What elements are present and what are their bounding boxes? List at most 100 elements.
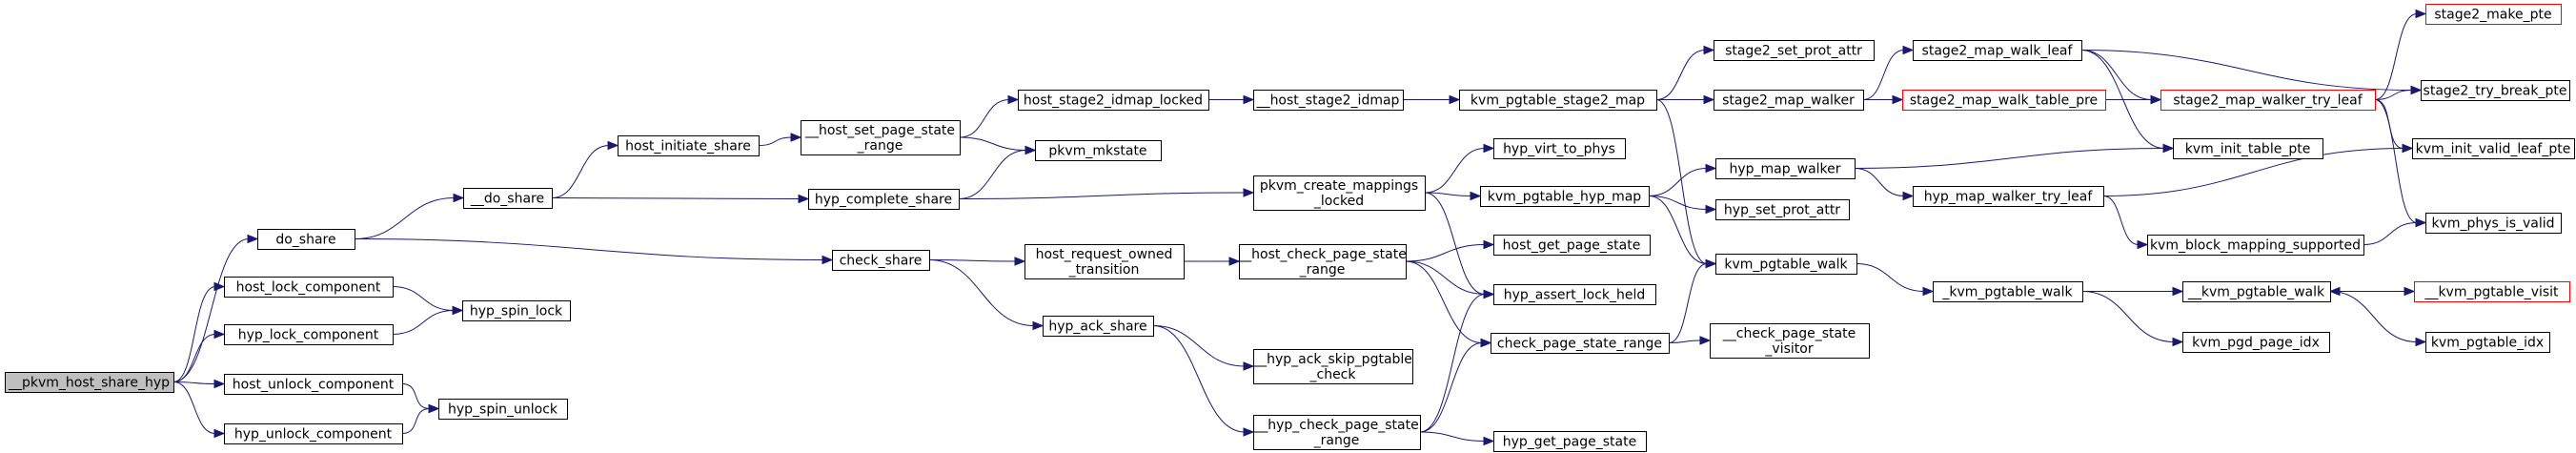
node-__do_share[interactable]: __do_share <box>463 188 553 209</box>
node-host_stage2_idmap_locked[interactable]: host_stage2_idmap_locked <box>1018 90 1209 111</box>
node-label: __kvm_pgtable_visit <box>2424 285 2559 300</box>
node-__host_stage2_idmap[interactable]: __host_stage2_idmap <box>1253 90 1404 111</box>
edge-arrowhead <box>2172 337 2184 347</box>
node-check_share[interactable]: check_share <box>832 250 930 271</box>
node-host_get_page_state[interactable]: host_get_page_state <box>1493 235 1651 256</box>
edge-arrowhead <box>428 403 440 414</box>
node-__host_set_page_state_range[interactable]: __host_set_page_state_range <box>801 120 961 155</box>
edge-line <box>1862 50 1905 100</box>
node-stage2_map_walker[interactable]: stage2_map_walker <box>1714 90 1864 111</box>
node-label: host_stage2_idmap_locked <box>1024 93 1203 109</box>
edge-root-to-hyp_unlock_component <box>172 381 226 439</box>
node-kvm_init_table_pte[interactable]: kvm_init_table_pte <box>2173 138 2323 159</box>
edge-stage2_map_walker-to-stage2_map_walk_leaf <box>1862 45 1915 100</box>
node-hyp_map_walker[interactable]: hyp_map_walker <box>1715 158 1856 179</box>
edge-host_stage2_idmap_locked-to-__host_stage2_idmap <box>1208 94 1255 105</box>
node-__kvm_pgtable_visit[interactable]: __kvm_pgtable_visit <box>2414 281 2570 302</box>
node-hyp_lock_component[interactable]: hyp_lock_component <box>224 324 394 345</box>
node-stage2_map_walk_leaf[interactable]: stage2_map_walk_leaf <box>1913 40 2082 61</box>
node-host_lock_component[interactable]: host_lock_component <box>224 277 394 298</box>
node-pkvm_mkstate[interactable]: pkvm_mkstate <box>1035 140 1162 161</box>
node-hyp_spin_lock[interactable]: hyp_spin_lock <box>462 300 571 321</box>
node-label: stage2_map_walk_table_pre <box>1910 93 2098 109</box>
node-label: _range <box>1313 433 1360 448</box>
node-label: hyp_virt_to_phys <box>1503 142 1615 157</box>
node-hyp_complete_share[interactable]: hyp_complete_share <box>808 189 960 210</box>
node-_kvm_pgtable_walk[interactable]: _kvm_pgtable_walk <box>1933 281 2083 302</box>
node-box <box>462 300 571 321</box>
node-kvm_pgtable_hyp_map[interactable]: kvm_pgtable_hyp_map <box>1480 186 1650 207</box>
edge-arrowhead <box>1228 257 1241 266</box>
edge-kvm_pgtable_stage2_map-to-kvm_pgtable_walk <box>1655 99 1717 269</box>
node-stage2_map_walk_table_pre[interactable]: stage2_map_walk_table_pre <box>1902 90 2106 111</box>
edge-__do_share-to-hyp_complete_share <box>551 194 810 204</box>
edge-arrowhead <box>1024 145 1037 155</box>
edge-stage2_map_walker_try_leaf-to-kvm_phys_is_valid <box>2374 99 2427 228</box>
node-box <box>2425 332 2550 353</box>
edge-__hyp_check_page_state_range-to-hyp_get_page_state <box>1419 431 1495 446</box>
edge-line <box>1648 196 1708 210</box>
node-check_page_state_range[interactable]: check_page_state_range <box>1491 333 1670 354</box>
node-__host_check_page_state_range[interactable]: __host_check_page_state_range <box>1237 244 1407 279</box>
node-box <box>2182 332 2330 353</box>
edge-arrowhead <box>1892 94 1904 105</box>
node-hyp_get_page_state[interactable]: hyp_get_page_state <box>1493 431 1647 452</box>
node-hyp_set_prot_attr[interactable]: hyp_set_prot_attr <box>1715 199 1850 220</box>
node-__hyp_ack_skip_pgtable_check[interactable]: __hyp_ack_skip_pgtable_check <box>1252 349 1413 384</box>
node-label: check_page_state_range <box>1497 337 1662 352</box>
node-hyp_ack_share[interactable]: hyp_ack_share <box>1043 316 1154 337</box>
node-label: kvm_pgd_page_idx <box>2192 336 2320 351</box>
node-box <box>1493 284 1656 305</box>
node-host_unlock_component[interactable]: host_unlock_component <box>224 374 403 395</box>
node-__check_page_state_visitor[interactable]: __check_page_state_visitor <box>1710 323 1870 359</box>
node-kvm_phys_is_valid[interactable]: kvm_phys_is_valid <box>2425 213 2562 234</box>
node-stage2_map_walker_try_leaf[interactable]: stage2_map_walker_try_leaf <box>2160 90 2376 111</box>
node-box <box>2147 235 2364 256</box>
node-do_share[interactable]: do_share <box>257 229 355 250</box>
node-pkvm_create_mappings_locked[interactable]: pkvm_create_mappings_locked <box>1253 175 1426 211</box>
node-box <box>438 399 568 420</box>
node-label: host_initiate_share <box>625 139 751 154</box>
node-hyp_map_walker_try_leaf[interactable]: hyp_map_walker_try_leaf <box>1913 186 2104 207</box>
node-kvm_init_valid_leaf_pte[interactable]: kvm_init_valid_leaf_pte <box>2412 138 2575 159</box>
node-kvm_pgtable_idx[interactable]: kvm_pgtable_idx <box>2425 332 2550 353</box>
node-kvm_pgtable_walk[interactable]: kvm_pgtable_walk <box>1715 254 1857 275</box>
node-host_request_owned_transition[interactable]: host_request_owned_transition <box>1024 244 1185 279</box>
node-label: hyp_spin_unlock <box>448 402 558 418</box>
node-label: kvm_init_table_pte <box>2185 142 2311 157</box>
edge-line <box>1648 168 1708 196</box>
edge-arrowhead <box>1483 436 1495 446</box>
node-kvm_pgtable_stage2_map[interactable]: kvm_pgtable_stage2_map <box>1459 90 1657 111</box>
node-stage2_set_prot_attr[interactable]: stage2_set_prot_attr <box>1714 40 1875 61</box>
node-hyp_spin_unlock[interactable]: hyp_spin_unlock <box>438 399 568 420</box>
edge-line <box>172 381 216 434</box>
edge-arrowhead <box>1922 286 1935 297</box>
node-label: __host_set_page_state <box>804 123 955 138</box>
edge-line <box>2374 99 2418 223</box>
node-__kvm_pgtable_walk[interactable]: __kvm_pgtable_walk <box>2182 281 2331 302</box>
node-box <box>1253 90 1404 111</box>
node-kvm_pgd_page_idx[interactable]: kvm_pgd_page_idx <box>2182 332 2330 353</box>
edge-arrowhead <box>790 133 802 142</box>
node-kvm_block_mapping_supported[interactable]: kvm_block_mapping_supported <box>2147 235 2364 256</box>
node-stage2_make_pte[interactable]: stage2_make_pte <box>2425 4 2562 25</box>
node-hyp_unlock_component[interactable]: hyp_unlock_component <box>224 423 403 444</box>
node-box <box>1933 281 2083 302</box>
node-host_initiate_share[interactable]: host_initiate_share <box>618 135 760 156</box>
edge-arrowhead <box>1470 191 1482 201</box>
node-__hyp_check_page_state_range[interactable]: __hyp_check_page_state_range <box>1253 415 1421 450</box>
edge-hyp_lock_component-to-hyp_spin_lock <box>392 305 464 335</box>
node-hyp_virt_to_phys[interactable]: hyp_virt_to_phys <box>1493 138 1626 159</box>
edge-line <box>172 334 216 382</box>
node-hyp_assert_lock_held[interactable]: hyp_assert_lock_held <box>1493 284 1656 305</box>
edge-arrowhead <box>2415 9 2427 19</box>
node-label: host_unlock_component <box>233 378 395 393</box>
edge-arrowhead <box>213 428 226 439</box>
edge-arrowhead <box>1703 45 1715 55</box>
edge-pkvm_create_mappings_locked-to-kvm_pgtable_hyp_map <box>1424 191 1482 201</box>
edge-line <box>354 197 456 239</box>
edge-pkvm_create_mappings_locked-to-hyp_assert_lock_held <box>1424 192 1495 299</box>
node-stage2_try_break_pte[interactable]: stage2_try_break_pte <box>2421 80 2570 101</box>
edge-line <box>1668 340 1702 343</box>
node-root[interactable]: __pkvm_host_share_hyp <box>5 372 174 393</box>
